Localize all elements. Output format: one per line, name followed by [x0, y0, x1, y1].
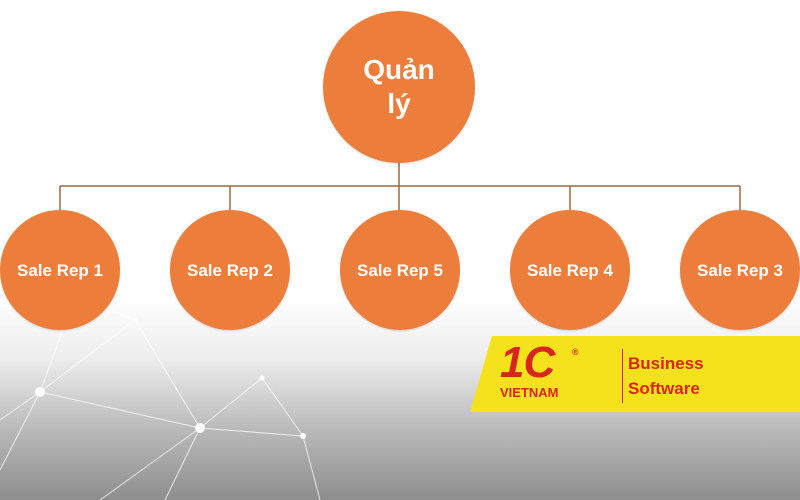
sale-rep-node: Sale Rep 4 [510, 210, 630, 330]
logo-tagline: Business Software [628, 351, 704, 401]
brand-banner: 1C ® VIETNAM Business Software [458, 336, 800, 412]
sale-rep-node: Sale Rep 1 [0, 210, 120, 330]
sale-rep-node: Sale Rep 3 [680, 210, 800, 330]
brand-logo: 1C ® VIETNAM Business Software [500, 338, 704, 411]
logo-divider [622, 349, 623, 403]
logo-tagline-line1: Business [628, 354, 704, 373]
logo-mark-1c: 1C [500, 338, 555, 387]
sale-rep-label: Sale Rep 5 [357, 260, 443, 280]
logo-country: VIETNAM [500, 385, 559, 400]
manager-node: Quản lý [323, 11, 475, 163]
logo-registered-mark: ® [572, 347, 579, 357]
sale-rep-node: Sale Rep 2 [170, 210, 290, 330]
sale-rep-label: Sale Rep 2 [187, 260, 273, 280]
sale-rep-label: Sale Rep 4 [527, 260, 613, 280]
logo-tagline-line2: Software [628, 379, 700, 398]
sale-rep-label: Sale Rep 1 [17, 260, 103, 280]
sale-rep-label: Sale Rep 3 [697, 260, 783, 280]
sale-rep-node: Sale Rep 5 [340, 210, 460, 330]
banner-shape [470, 336, 800, 412]
manager-label: Quản lý [363, 54, 435, 119]
